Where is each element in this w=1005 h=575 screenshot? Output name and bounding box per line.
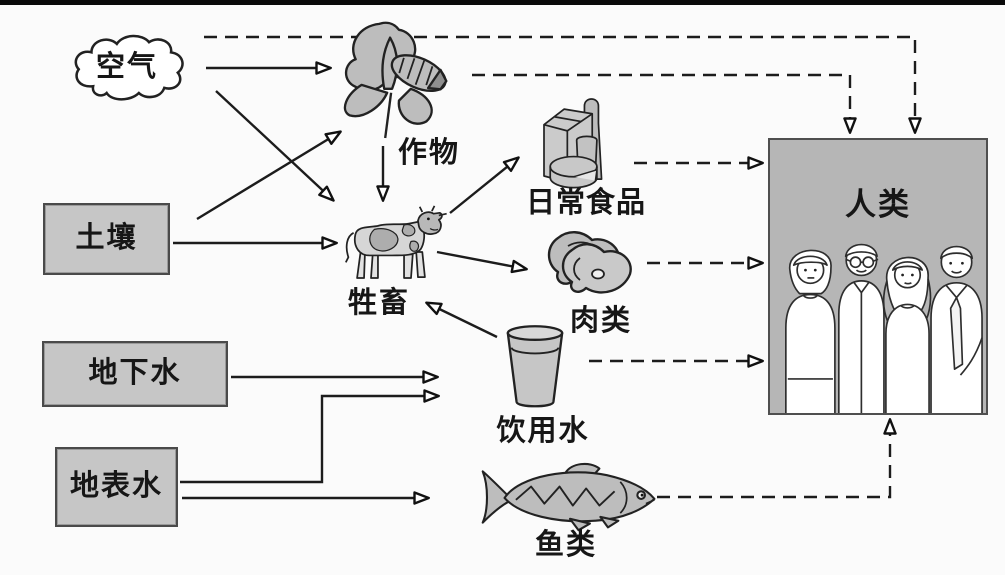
node-crops — [328, 16, 466, 140]
edge-fish-to-humans — [657, 418, 897, 499]
packaged-food-icon — [543, 98, 603, 189]
node-surface-water: 地表水 — [55, 447, 178, 527]
node-humans: 人类 — [768, 138, 988, 415]
edge-crops-to-humans — [472, 73, 857, 134]
node-fish-label: 鱼类 — [534, 529, 597, 561]
node-meat-label: 肉类 — [569, 305, 632, 337]
edge-surface_water-to-drinking_water — [180, 389, 440, 484]
people-icon — [785, 243, 983, 413]
edge-soil-to-crops — [196, 130, 342, 221]
fish-icon — [481, 462, 656, 532]
node-soil-label: 土壤 — [75, 222, 138, 255]
top-border-bar — [0, 0, 1005, 5]
node-air: 空气 — [66, 32, 188, 104]
node-livestock-label: 牲畜 — [347, 287, 410, 319]
node-drinking-water-label: 饮用水 — [496, 415, 590, 447]
node-drinking-water — [503, 322, 567, 412]
node-crops-label: 作物 — [397, 137, 460, 169]
node-daily-food — [536, 92, 622, 190]
edge-livestock-to-meat — [436, 250, 528, 274]
edge-drinking_water-to-livestock — [425, 301, 498, 339]
node-groundwater-label: 地下水 — [88, 357, 182, 390]
node-meat — [542, 226, 642, 304]
node-air-label: 空气 — [95, 51, 158, 83]
node-soil: 土壤 — [43, 203, 170, 275]
node-fish — [477, 460, 663, 534]
meat-icon — [547, 231, 632, 294]
node-groundwater: 地下水 — [42, 341, 228, 407]
edge-air-to-livestock — [215, 90, 335, 202]
node-surface-water-label: 地表水 — [69, 470, 163, 503]
plant-icon — [343, 21, 448, 139]
node-daily-food-label: 日常食品 — [525, 187, 646, 219]
node-humans-label: 人类 — [845, 187, 911, 222]
cow-icon — [345, 205, 447, 279]
water-glass-icon — [506, 325, 564, 408]
node-livestock — [334, 205, 448, 285]
cloud-icon — [74, 34, 184, 101]
